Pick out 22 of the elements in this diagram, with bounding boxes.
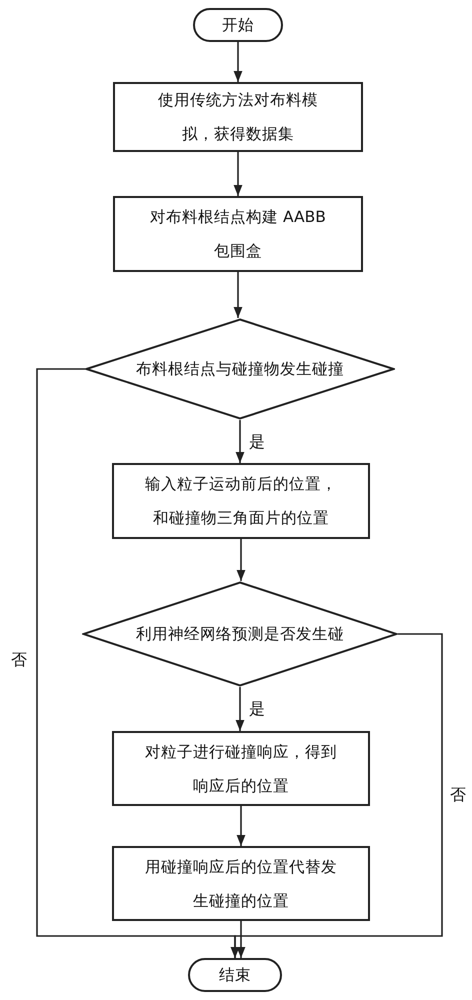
terminal-box: 结束 [188,958,282,992]
edge-label: 是 [248,432,266,452]
arrow [236,687,244,731]
arrow [230,633,443,958]
edge-label: 是 [248,699,266,719]
process-box: 用碰撞响应后的位置代替发生碰撞的位置 [112,846,370,921]
arrow [236,539,246,581]
process-box: 对粒子进行碰撞响应，得到响应后的位置 [112,731,370,806]
edge-label: 否 [449,785,467,805]
process-box: 对布料根结点构建 AABB 包围盒 [113,196,363,272]
process-box: 输入粒子运动前后的位置，和碰撞物三角面片的位置 [112,463,370,539]
arrow [234,152,242,196]
terminal-box: 开始 [193,8,283,42]
arrow [234,42,242,82]
arrow [234,272,242,318]
arrow [236,420,244,463]
arrow [236,921,246,958]
edge-label: 否 [10,650,28,670]
decision-text: 布料根结点与碰撞物发生碰撞 [136,359,344,380]
process-box: 使用传统方法对布料模拟，获得数据集 [113,82,363,152]
arrow [236,806,246,846]
decision-text: 利用神经网络预测是否发生碰 [136,624,344,645]
